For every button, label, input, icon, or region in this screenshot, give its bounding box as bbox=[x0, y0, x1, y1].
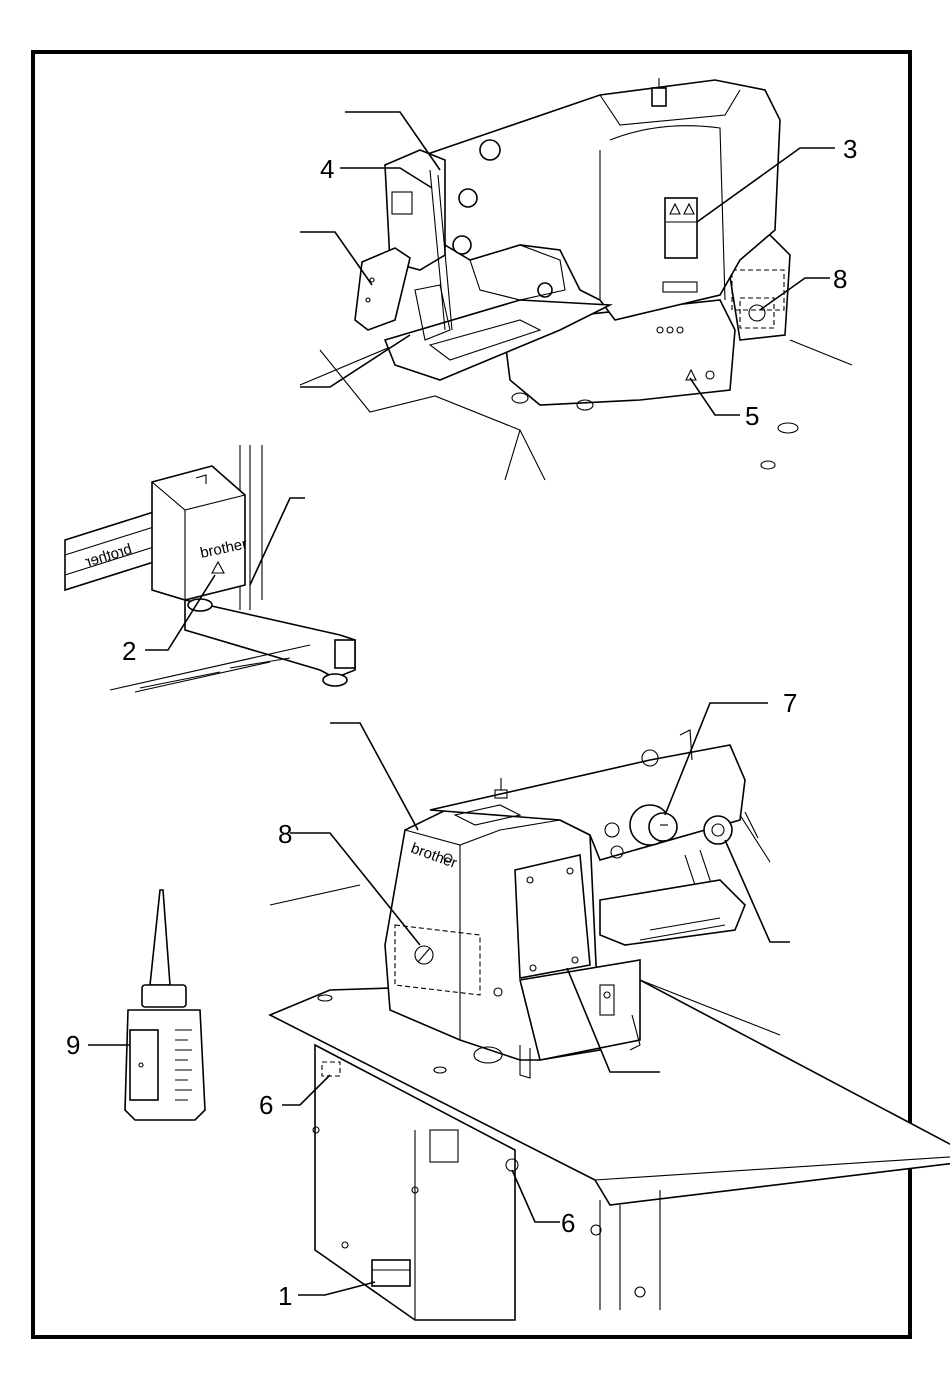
callout-4: 4 bbox=[320, 154, 334, 184]
callout-6-right: 6 bbox=[561, 1208, 575, 1238]
callout-7: 7 bbox=[783, 688, 797, 718]
top-sewing-machine bbox=[300, 78, 852, 480]
oil-bottle bbox=[125, 890, 205, 1120]
rail-controller-assembly: brother brother bbox=[65, 445, 355, 692]
callout-8-top: 8 bbox=[833, 264, 847, 294]
callout-3: 3 bbox=[843, 134, 857, 164]
callout-1: 1 bbox=[278, 1281, 292, 1311]
callout-5: 5 bbox=[745, 401, 759, 431]
bottom-sewing-machine: brother bbox=[270, 730, 950, 1320]
callout-8-bottom: 8 bbox=[278, 819, 292, 849]
callout-6-left: 6 bbox=[259, 1090, 273, 1120]
callout-2: 2 bbox=[122, 636, 136, 666]
callout-9: 9 bbox=[66, 1030, 80, 1060]
